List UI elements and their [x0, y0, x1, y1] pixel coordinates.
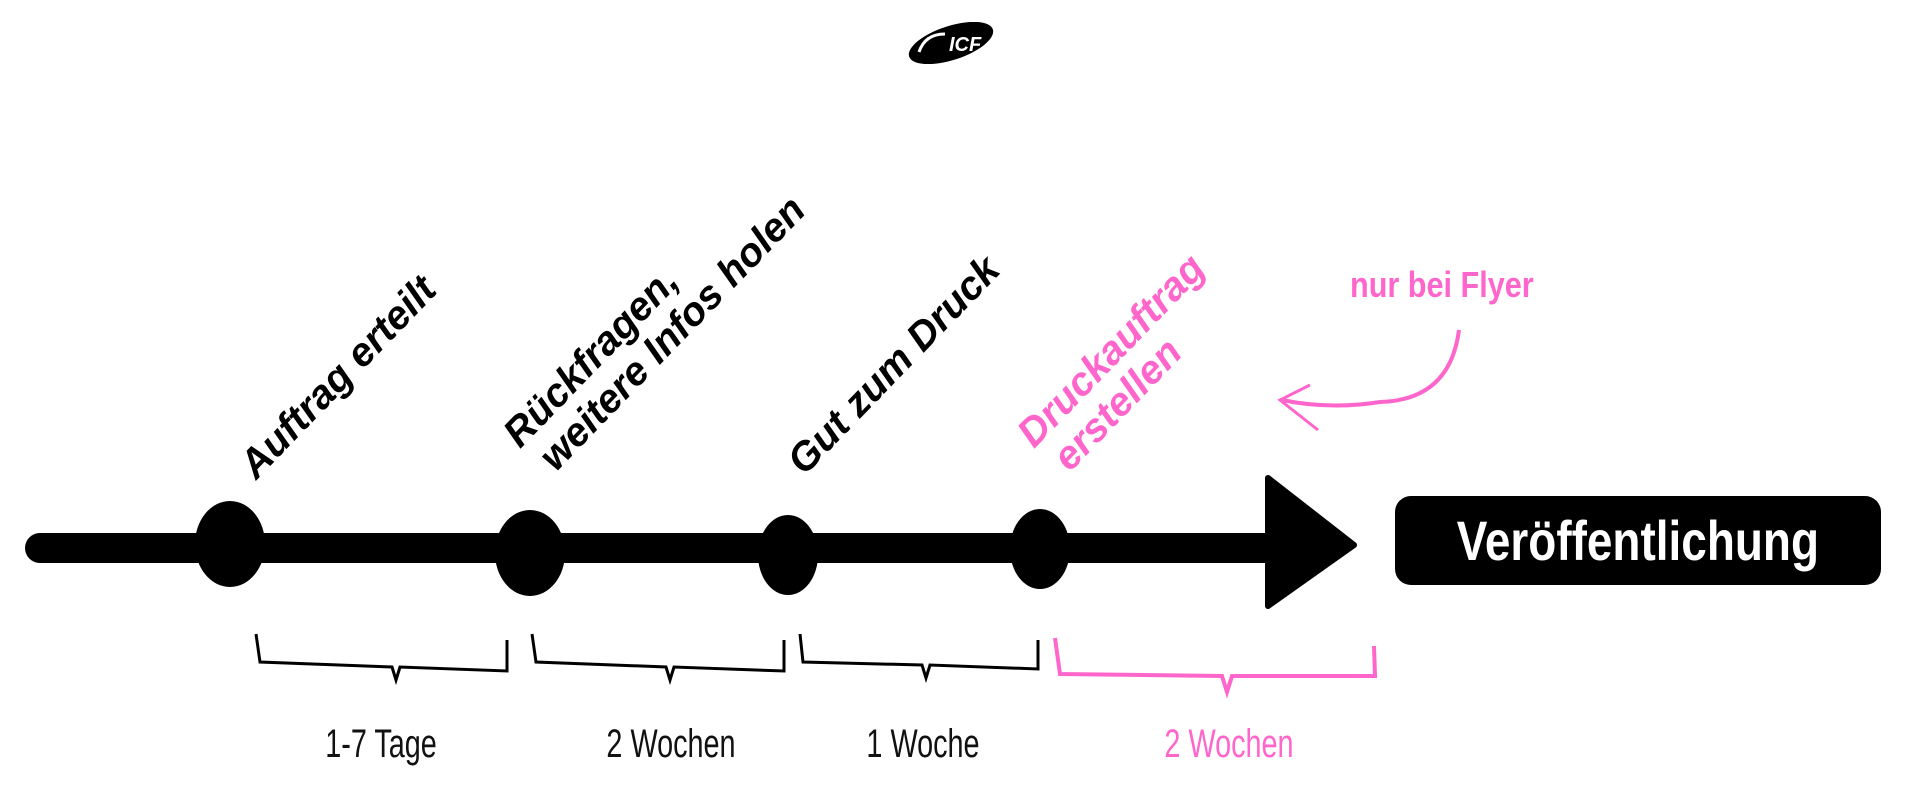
duration-label-2: 2 Wochen: [606, 722, 736, 766]
brace-1: [254, 633, 509, 686]
brace-2: [530, 633, 786, 686]
arrow-head: [1265, 475, 1357, 609]
duration-label-4: 2 Wochen: [1164, 722, 1294, 766]
flyer-arrow: [1281, 329, 1461, 408]
flyer-arrow-head: [1277, 383, 1319, 432]
brace-3: [798, 633, 1040, 684]
svg-text:ICF: ICF: [949, 34, 982, 56]
publication-label: Veröffentlichung: [1456, 509, 1820, 572]
icf-logo: ICF: [905, 21, 997, 65]
milestone-dot-4: [1010, 509, 1070, 589]
milestone-dot-3: [758, 515, 818, 595]
brace-4: [1053, 637, 1378, 699]
duration-label-3: 1 Woche: [866, 722, 980, 766]
publication-box: Veröffentlichung: [1395, 496, 1881, 585]
milestone-dot-2: [495, 510, 565, 596]
duration-label-1: 1-7 Tage: [325, 722, 437, 766]
milestone-dot-1: [195, 501, 265, 587]
flyer-note: nur bei Flyer: [1350, 264, 1534, 305]
